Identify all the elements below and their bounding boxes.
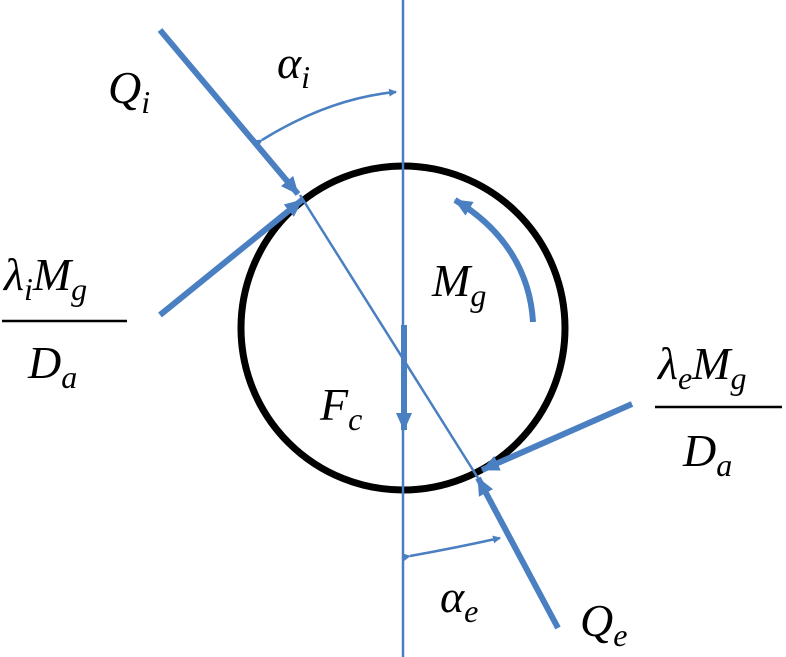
inner-contact-force-arrow <box>157 28 301 196</box>
label-alpha-i: αi <box>277 37 310 95</box>
label-alpha-e: αe <box>440 571 478 629</box>
svg-text:Da: Da <box>27 337 77 395</box>
label-outer-friction: λeMg Da <box>655 338 782 483</box>
outer-friction-force-arrow <box>480 401 634 473</box>
outer-contact-force-arrow <box>475 476 561 630</box>
svg-text:Da: Da <box>682 425 732 483</box>
contact-line <box>298 194 480 479</box>
label-qi: Qi <box>108 62 150 120</box>
label-qe: Qe <box>580 595 627 653</box>
gyroscopic-moment-arrow <box>453 197 536 323</box>
inner-friction-force-arrow <box>158 197 304 318</box>
svg-text:λeMg: λeMg <box>656 338 746 396</box>
alpha-i-angle-arc <box>253 88 397 148</box>
svg-text:λiMg: λiMg <box>2 249 87 307</box>
alpha-e-angle-arc <box>402 535 501 562</box>
label-fc: Fc <box>319 379 362 437</box>
label-mg: Mg <box>431 255 486 313</box>
label-inner-friction: λiMg Da <box>2 249 127 395</box>
